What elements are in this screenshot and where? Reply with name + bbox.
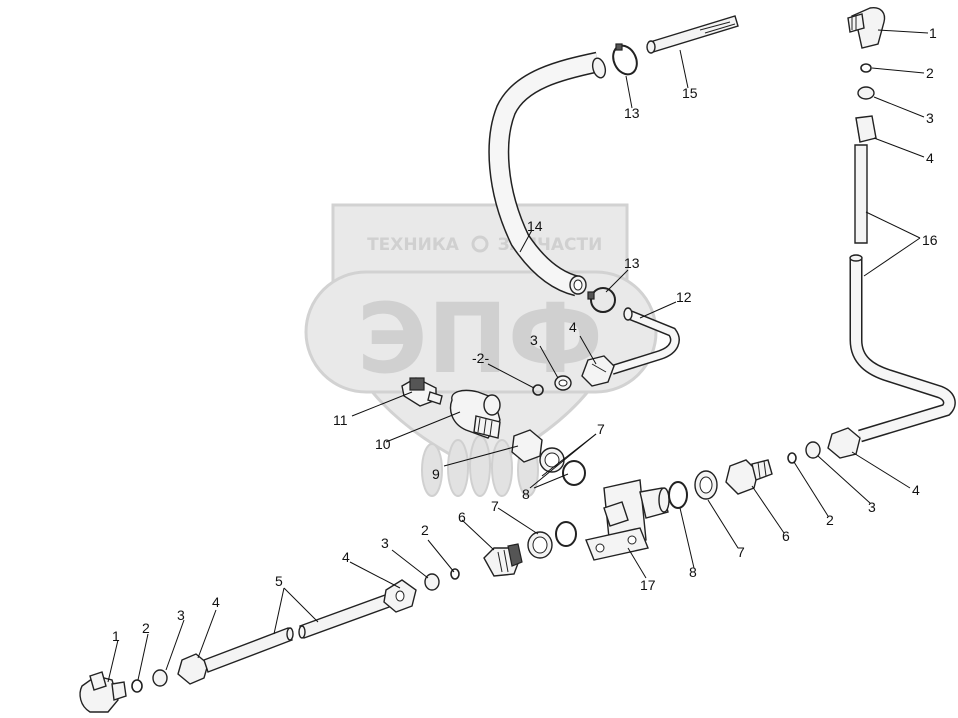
- elbow-10: [449, 389, 501, 439]
- washer-2-low: [450, 568, 460, 580]
- label-2-bl: 2: [142, 620, 150, 636]
- label-17: 17: [640, 577, 656, 593]
- fitting-6-right: [725, 459, 773, 495]
- washer-2-right: [787, 452, 797, 464]
- washer-2-top: [860, 63, 872, 73]
- washer-7-mid: [539, 447, 565, 473]
- oring-8-low: [555, 521, 577, 547]
- label-1-top: 1: [929, 25, 937, 41]
- oring-8-mid: [562, 460, 586, 486]
- bracket-17: [585, 479, 670, 561]
- sensor-11: [401, 377, 443, 407]
- fitting-6-low: [483, 543, 523, 577]
- gear-icon: [471, 235, 489, 253]
- ring-3-low: [424, 573, 440, 591]
- label-12: 12: [676, 289, 692, 305]
- tube-15: [646, 15, 739, 54]
- label-8-right: 8: [689, 564, 697, 580]
- label-2-right: 2: [826, 512, 834, 528]
- label-13-top: 13: [624, 105, 640, 121]
- nut-4-bl: [177, 653, 209, 685]
- hose-14: [488, 51, 607, 297]
- label-7-right: 7: [737, 544, 745, 560]
- elbow-1-top: [847, 7, 886, 49]
- label-3-low: 3: [381, 535, 389, 551]
- ring-3-right: [805, 441, 821, 459]
- label-2-mid: -2-: [472, 350, 489, 366]
- ring-3-mid: [554, 375, 572, 391]
- label-2-top: 2: [926, 65, 934, 81]
- label-15: 15: [682, 85, 698, 101]
- tube-5: [203, 593, 393, 673]
- label-4-low: 4: [342, 549, 350, 565]
- watermark-brand-left: ТЕХНИКА: [367, 235, 460, 255]
- tube-16: [849, 144, 956, 443]
- label-4-right: 4: [912, 482, 920, 498]
- label-6-low: 6: [458, 509, 466, 525]
- label-3-mid: 3: [530, 332, 538, 348]
- label-14: 14: [527, 218, 543, 234]
- elbow-1-bottom: [79, 671, 127, 713]
- clamp-13-top: [612, 43, 638, 76]
- label-3-right: 3: [868, 499, 876, 515]
- label-16: 16: [922, 232, 938, 248]
- label-13-mid: 13: [624, 255, 640, 271]
- label-2-low: 2: [421, 522, 429, 538]
- label-1-bl: 1: [112, 628, 120, 644]
- washer-2-mid: [532, 384, 544, 396]
- label-7-mid: 7: [597, 421, 605, 437]
- ring-3-bl: [152, 669, 168, 687]
- nut-4-top: [855, 115, 877, 143]
- label-10: 10: [375, 436, 391, 452]
- callout-labels: 1 2 3 4 16 4 3 2 6 7 8 17 15 13 14 13 12…: [112, 25, 938, 644]
- label-5: 5: [275, 573, 283, 589]
- label-4-bl: 4: [212, 594, 220, 610]
- washer-7-low: [527, 531, 553, 559]
- label-4-mid: 4: [569, 319, 577, 335]
- washer-7-right: [694, 470, 718, 500]
- label-3-top: 3: [926, 110, 934, 126]
- nut-4-low: [383, 579, 417, 613]
- label-3-bl: 3: [177, 607, 185, 623]
- label-7-low: 7: [491, 498, 499, 514]
- label-4-top: 4: [926, 150, 934, 166]
- washer-2-bl: [131, 679, 143, 693]
- label-6-right: 6: [782, 528, 790, 544]
- clamp-13-mid: [587, 287, 616, 313]
- pipe-12: [610, 307, 680, 375]
- ring-3-top: [857, 86, 875, 100]
- label-9: 9: [432, 466, 440, 482]
- leader-lines: [107, 29, 929, 683]
- label-8-mid: 8: [522, 486, 530, 502]
- oring-8-right: [668, 481, 688, 509]
- label-11: 11: [333, 412, 348, 428]
- nut-4-mid: [581, 355, 615, 387]
